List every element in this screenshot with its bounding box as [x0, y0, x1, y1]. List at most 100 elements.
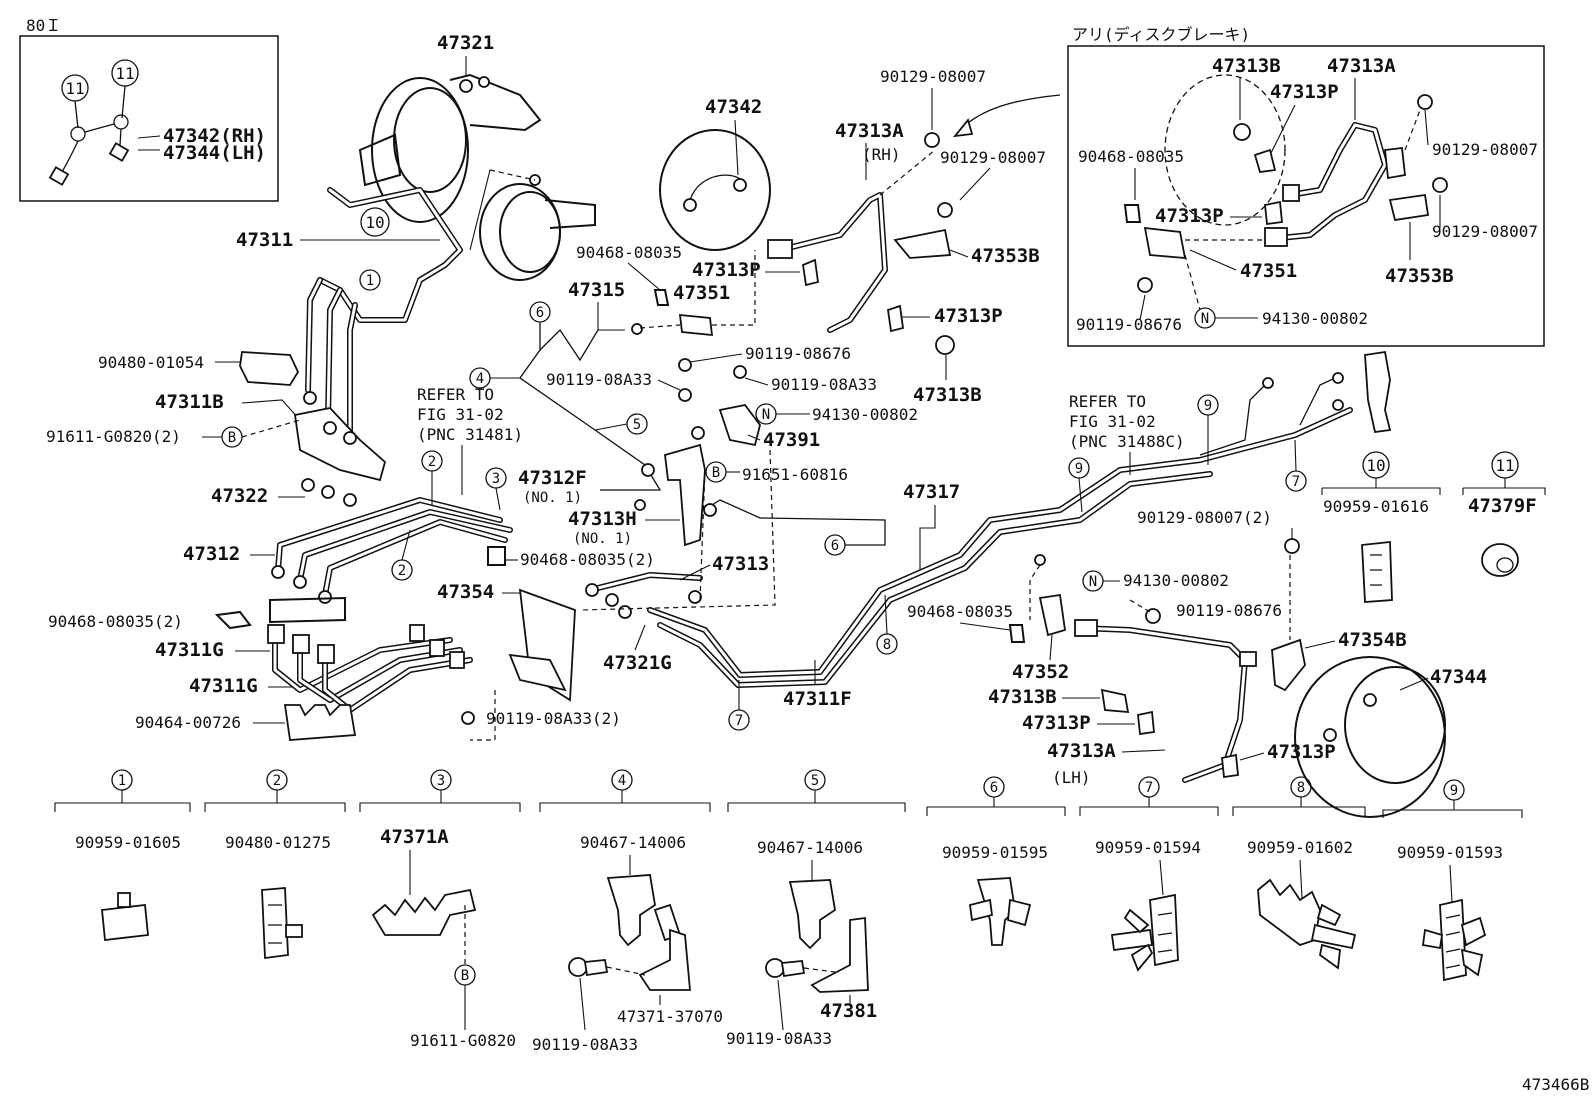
label-47311G-a: 47311G [155, 639, 224, 661]
clip-tab [969, 898, 993, 922]
clamp-90464 [283, 704, 357, 741]
inset-ref-a: 11 [65, 79, 84, 98]
clip-4-sub2: 90119-08A33 [532, 1035, 638, 1054]
leader [1049, 634, 1053, 661]
flare-nut [409, 624, 425, 642]
refer-1-line2: FIG 31-02 [417, 405, 504, 424]
fitting [1332, 372, 1344, 384]
leader [1294, 439, 1297, 472]
refer-2-line2: FIG 31-02 [1069, 412, 1156, 431]
bracket-line [54, 790, 191, 812]
clip-stud [1110, 928, 1154, 952]
inset-ref-b: 11 [115, 64, 134, 83]
bolt [461, 711, 475, 725]
clip-wing [1130, 943, 1154, 972]
label-47321: 47321 [437, 32, 494, 54]
clip-90467-14006 [788, 879, 836, 950]
label-90464-00726: 90464-00726 [135, 713, 241, 732]
clip-stud [117, 892, 131, 908]
pipe-47311: 47311 10 1 [236, 187, 463, 433]
flare-nut [267, 624, 285, 644]
ref-10: 10 [365, 213, 384, 232]
clip-6-part: 90959-01595 [942, 843, 1048, 862]
bolt-47313B [1100, 688, 1130, 713]
clip-10-11: 10 90959-01616 11 47379F [1321, 451, 1546, 603]
label-47313: 47313 [712, 553, 769, 575]
wire-node [70, 126, 86, 142]
ref-b: B [228, 430, 236, 446]
clip-47313P [887, 304, 905, 333]
label-47313P-c: 47313P [1022, 712, 1091, 734]
label-47321G: 47321G [603, 652, 672, 674]
clip-stud [285, 924, 303, 938]
leader [1159, 859, 1164, 896]
leader [469, 169, 491, 251]
clip-47313P [802, 258, 820, 287]
junction-bracket [293, 407, 387, 482]
clip-grooves [1445, 914, 1461, 969]
label-90129-08007-2: 90129-08007 [940, 148, 1046, 167]
ref-1: 1 [366, 273, 374, 289]
label-47313B-tr: 47313B [1212, 55, 1281, 77]
booster-face [393, 87, 467, 193]
sensor-plug [108, 142, 130, 162]
clip-8-ref: 8 [1297, 780, 1305, 796]
label-47351-tr: 47351 [1240, 260, 1297, 282]
pipe-47311F: 47311F 7 8 6 47317 9 9 7 [647, 350, 1392, 731]
refer-note-2: REFER TO FIG 31-02 (PNC 31488C) [1069, 392, 1185, 475]
bolt [733, 365, 747, 379]
label-47379F: 47379F [1468, 495, 1537, 517]
label-47311G-b: 47311G [189, 675, 258, 697]
bracket-line [727, 790, 906, 812]
bracket-47353B [1388, 193, 1430, 222]
flare-nut [449, 651, 465, 669]
pushrod [358, 133, 402, 187]
fitting [631, 323, 643, 335]
bracket-47352 [1038, 593, 1067, 637]
label-91611-g0820-2: 91611-G0820(2) [46, 427, 181, 446]
hose-fitting [1264, 227, 1288, 247]
hose-fitting [767, 239, 793, 259]
flare-nut [429, 639, 445, 657]
sensor-plug [48, 166, 70, 186]
clip-47313P [1137, 710, 1155, 736]
leader [579, 977, 661, 1031]
flare-nut [317, 644, 335, 664]
label-90129-08007-2x: 90129-08007(2) [1137, 508, 1272, 527]
dashed-leader [1129, 599, 1151, 613]
leader [597, 302, 625, 331]
clip-stud [1310, 923, 1357, 950]
ref-5: 5 [633, 417, 641, 433]
clip-47371A [371, 888, 477, 936]
inset-top-right: アリ(ディスクブレーキ) 47313B 47313A 47313P 90468-… [1067, 25, 1545, 347]
bracket-line [1321, 478, 1441, 495]
leader [241, 399, 301, 421]
clip [653, 289, 670, 306]
fitting [293, 575, 307, 589]
fitting [1332, 399, 1344, 411]
brake-hose [1277, 122, 1388, 241]
clip-2-ref: 2 [273, 773, 281, 789]
clip-group-3: 3 47371A B 91611-G0820 [359, 769, 521, 1050]
label-47313P-b: 47313P [934, 305, 1003, 327]
hose-fitting [1282, 184, 1300, 202]
leader [1304, 640, 1336, 649]
brake-pipe [647, 407, 1353, 678]
leader [634, 624, 646, 651]
leader [657, 379, 681, 391]
ref-circle-1 [359, 269, 381, 291]
leader [1078, 477, 1083, 513]
bolt [678, 388, 692, 402]
clip-90959-01616 [1361, 541, 1393, 603]
rh-hose: 90129-08007 47313A (RH) 90129-08007 4735… [692, 67, 1061, 406]
bottom-clips-row: 1 90959-01605 2 90480-01275 3 47371A [54, 769, 1523, 1054]
fitting [321, 485, 335, 499]
label-90468-08035-a: 90468-08035 [576, 243, 682, 262]
grommet-90480: 90480-01054 [98, 351, 300, 386]
fitting [1363, 693, 1377, 707]
brake-pipe-inner [298, 638, 462, 702]
clip-47313P [1221, 753, 1239, 779]
refer-2-line1: REFER TO [1069, 392, 1146, 411]
label-47353B: 47353B [971, 245, 1040, 267]
label-90468-08035-2b: 90468-08035(2) [48, 612, 183, 631]
